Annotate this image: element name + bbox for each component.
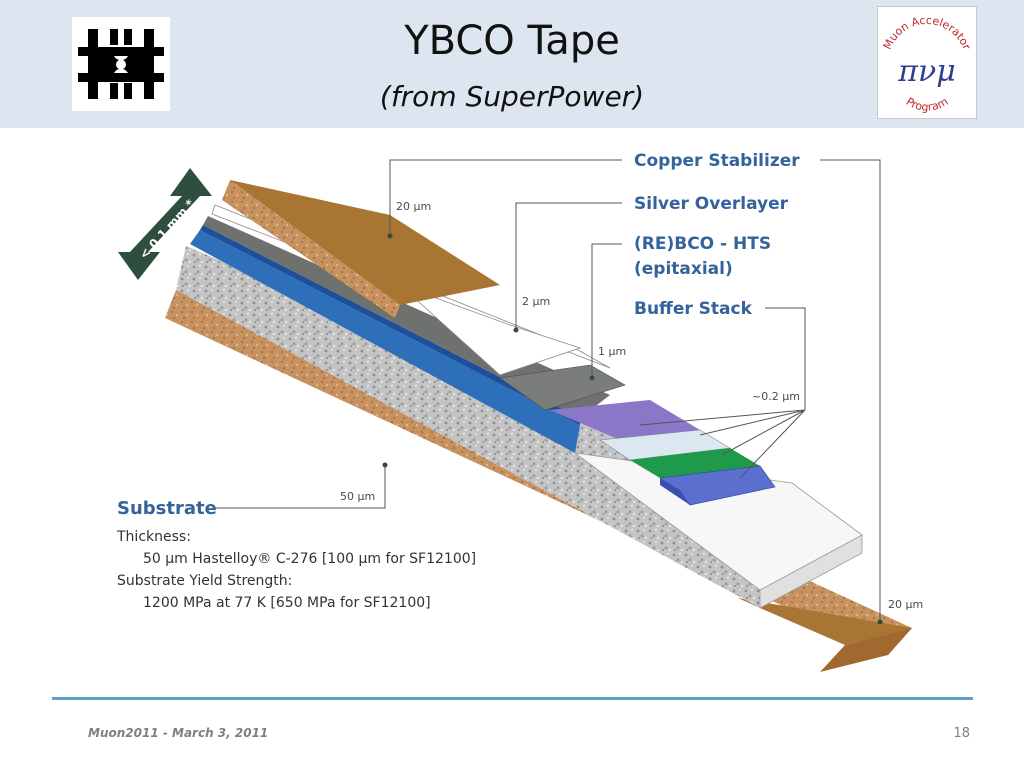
yield-label-text: Substrate Yield Strength: [117, 573, 292, 589]
thickness-value-text: 50 μm Hastelloy® C-276 [100 μm for SF121… [143, 551, 476, 567]
buffer-strip [190, 230, 580, 453]
callout-buffer-stack: Buffer Stack [634, 299, 753, 319]
thickness-label-text: Thickness: [116, 529, 191, 545]
slide-header [0, 0, 1024, 128]
footer-event-date: Muon2011 - March 3, 2011 [88, 726, 269, 740]
callout-rebco: (RE)BCO - HTS [634, 234, 771, 254]
callout-silver-overlayer: Silver Overlayer [634, 194, 789, 214]
slide-title: YBCO Tape [404, 18, 620, 64]
dim-substrate: 50 μm [340, 490, 375, 503]
fermilab-logo-icon [78, 29, 164, 99]
slide-number: 18 [953, 726, 970, 741]
substrate-layer [176, 246, 863, 609]
callout-copper-stabilizer: Copper Stabilizer [634, 151, 800, 171]
buffer-stack [550, 400, 776, 506]
footer-divider [52, 697, 973, 700]
dim-copper-top: 20 μm [396, 200, 431, 213]
logo-symbols: πνμ [897, 54, 955, 89]
svg-text:Program: Program [904, 95, 951, 114]
silver-block [399, 284, 582, 376]
leader-dots [382, 233, 883, 625]
copper-top-layer [222, 180, 500, 318]
callout-substrate: Substrate [117, 498, 217, 519]
dim-silver: 2 μm [522, 295, 550, 308]
logo-text-top: Muon Accelerator [881, 14, 974, 52]
dim-copper-bottom: 20 μm [888, 598, 923, 611]
muon-accelerator-program-logo-icon: Muon Accelerator Program πνμ [881, 14, 974, 114]
dim-buffer: ~0.2 μm [752, 390, 800, 403]
fermilab-logo [72, 17, 170, 111]
ybco-tape-diagram: < 0.1 mm * 20 μm 2 μm 1 μm ~0.2 μm 50 μm… [116, 151, 923, 672]
yield-value-text: 1200 MPa at 77 K [650 MPa for SF12100] [143, 595, 431, 611]
dim-rebco: 1 μm [598, 345, 626, 358]
map-logo: Muon Accelerator Program πνμ [877, 6, 977, 119]
svg-text:Muon Accelerator: Muon Accelerator [881, 14, 974, 52]
callout-epitaxial: (epitaxial) [634, 259, 733, 279]
slide-subtitle: (from SuperPower) [379, 80, 645, 113]
leader-lines [216, 159, 881, 622]
logo-text-bottom: Program [904, 95, 951, 114]
